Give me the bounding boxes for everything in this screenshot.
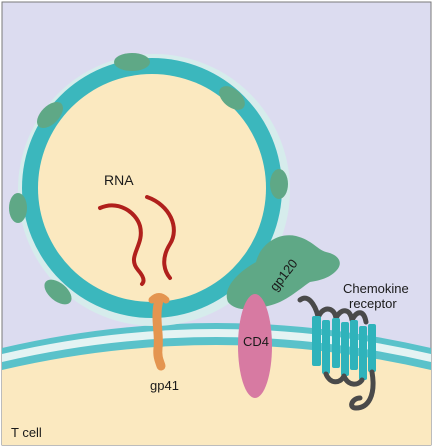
- receptor-helix: [312, 316, 321, 366]
- receptor-loops: [315, 306, 369, 325]
- envelope-knob: [270, 169, 288, 199]
- receptor-helix: [350, 320, 358, 370]
- rna-strand-left: [98, 203, 146, 286]
- label-gp41: gp41: [150, 378, 179, 393]
- receptor-intracellular-loops: [323, 371, 365, 387]
- envelope-knob: [219, 86, 245, 110]
- envelope-knob: [37, 102, 63, 128]
- receptor-helix: [368, 324, 376, 372]
- receptor-helix: [359, 326, 367, 380]
- envelope-knob: [114, 53, 150, 71]
- label-cd4: CD4: [243, 334, 269, 349]
- viral-core: [38, 74, 266, 302]
- cd4-receptor: [238, 294, 272, 398]
- virus-particle: [9, 53, 290, 326]
- envelope-knob: [9, 193, 27, 223]
- label-chemokine-receptor-line1: Chemokine: [343, 281, 409, 296]
- receptor-helix: [322, 320, 330, 374]
- rna-strands: [98, 195, 176, 286]
- gp120-shape: [226, 235, 340, 310]
- receptor-helix: [332, 318, 340, 368]
- gp41-stalk: [152, 295, 166, 371]
- receptor-helices: [312, 316, 376, 380]
- label-chemokine-receptor-line2: receptor: [349, 296, 397, 311]
- envelope-knob: [44, 279, 72, 305]
- label-t-cell: T cell: [11, 425, 42, 440]
- chemokine-receptor: [297, 295, 376, 411]
- receptor-helix: [341, 322, 349, 376]
- gp120-glycoprotein: [226, 235, 340, 310]
- rna-strand-right: [145, 195, 176, 280]
- envelope-knobs: [9, 53, 288, 305]
- receptor-intracellular-tail: [349, 369, 376, 411]
- label-rna: RNA: [104, 172, 134, 188]
- gp41-stalk-top: [148, 293, 170, 304]
